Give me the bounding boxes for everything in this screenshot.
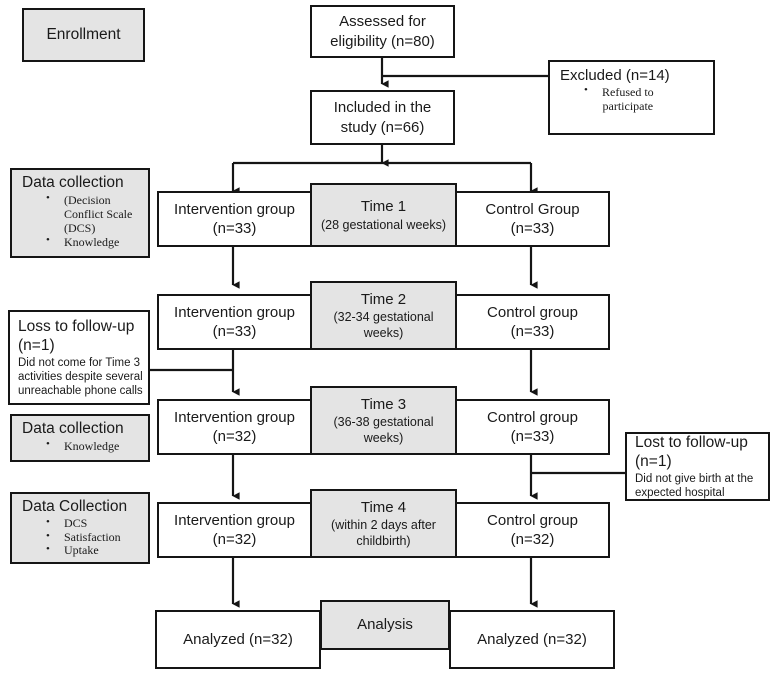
- control-time2-line2: (n=33): [510, 323, 555, 340]
- excluded-title: Excluded (n=14): [560, 67, 670, 84]
- control-group-time2: Control group (n=33): [455, 294, 610, 350]
- excluded-box: Excluded (n=14) Refused to participate: [548, 60, 715, 135]
- control-time1-line1: Control Group: [485, 200, 580, 218]
- time4-subtitle-line1: (within 2 days after: [331, 518, 436, 533]
- time2-subtitle-line2: weeks): [363, 326, 404, 341]
- intervention-time2-line1: Intervention group: [174, 303, 295, 321]
- control-time1-line2: (n=33): [510, 220, 555, 237]
- data-collection-2-list: Knowledge: [12, 438, 119, 453]
- loss-to-followup-right: Lost to follow-up (n=1) Did not give bir…: [625, 432, 770, 501]
- excluded-reason-list: Refused to participate: [550, 84, 654, 113]
- data-collection-3-header: Data Collection: [22, 498, 128, 515]
- control-time3-line2: (n=33): [510, 428, 555, 445]
- assessed-line2: eligibility (n=80): [330, 32, 435, 50]
- loss-right-title-line2: (n=1): [635, 453, 672, 471]
- analyzed-intervention-box: Analyzed (n=32): [155, 610, 321, 669]
- loss-left-note-line3: unreachable phone calls: [18, 385, 143, 398]
- loss-left-title-line1: Loss to follow-up: [18, 317, 135, 335]
- control-time4-line1: Control group: [487, 511, 578, 529]
- data-collection-2-header: Data collection: [22, 420, 124, 437]
- time1-subtitle: (28 gestational weeks): [320, 217, 447, 232]
- loss-right-title-line1: Lost to follow-up: [635, 433, 748, 451]
- time2-title: Time 2: [360, 290, 407, 308]
- data-collection-1-item-knowledge: Knowledge: [46, 234, 132, 249]
- timepoint-time4: Time 4 (within 2 days after childbirth): [310, 489, 457, 558]
- data-collection-3-item-satisfaction: Satisfaction: [46, 530, 121, 545]
- control-group-time4: Control group (n=32): [455, 502, 610, 558]
- analyzed-control-label: Analyzed (n=32): [477, 630, 587, 648]
- intervention-group-time4: Intervention group (n=32): [157, 502, 312, 558]
- intervention-group-time1: Intervention group (n=33): [157, 191, 312, 247]
- data-collection-3-list: DCS Satisfaction Uptake: [12, 516, 121, 558]
- time1-title: Time 1: [360, 198, 407, 216]
- stage-label-data-collection-2: Data collection Knowledge: [10, 414, 150, 462]
- assessed-for-eligibility-box: Assessed for eligibility (n=80): [310, 5, 455, 58]
- excluded-reason-item: Refused to participate: [584, 84, 654, 113]
- analyzed-control-box: Analyzed (n=32): [449, 610, 615, 669]
- intervention-time1-line1: Intervention group: [174, 200, 295, 218]
- intervention-time4-line1: Intervention group: [174, 511, 295, 529]
- data-collection-1-item-dcs: (Decision Conflict Scale (DCS): [46, 192, 132, 235]
- loss-left-title-line2: (n=1): [18, 337, 55, 355]
- data-collection-3-item-uptake: Uptake: [46, 543, 121, 558]
- time3-subtitle-line1: (36-38 gestational: [333, 415, 434, 430]
- control-time4-line2: (n=32): [510, 531, 555, 548]
- intervention-time3-line1: Intervention group: [174, 408, 295, 426]
- stage-label-data-collection-3: Data Collection DCS Satisfaction Uptake: [10, 492, 150, 564]
- assessed-line1: Assessed for: [339, 13, 426, 31]
- stage-label-data-collection-1: Data collection (Decision Conflict Scale…: [10, 168, 150, 258]
- timepoint-time2: Time 2 (32-34 gestational weeks): [310, 281, 457, 350]
- control-group-time1: Control Group (n=33): [455, 191, 610, 247]
- stage-label-enrollment: Enrollment: [22, 8, 145, 62]
- time2-subtitle-line1: (32-34 gestational: [333, 310, 434, 325]
- included-in-study-box: Included in the study (n=66): [310, 90, 455, 145]
- data-collection-1-list: (Decision Conflict Scale (DCS) Knowledge: [12, 192, 132, 249]
- control-time3-line1: Control group: [487, 408, 578, 426]
- loss-to-followup-left: Loss to follow-up (n=1) Did not come for…: [8, 310, 150, 405]
- time4-subtitle-line2: childbirth): [356, 534, 411, 549]
- analysis-label: Analysis: [357, 616, 413, 634]
- analyzed-intervention-label: Analyzed (n=32): [183, 630, 293, 648]
- intervention-time1-line2: (n=33): [212, 220, 257, 237]
- time3-subtitle-line2: weeks): [363, 431, 404, 446]
- data-collection-3-item-dcs: DCS: [46, 516, 121, 531]
- intervention-time2-line2: (n=33): [212, 323, 257, 340]
- time4-title: Time 4: [360, 498, 407, 516]
- intervention-time3-line2: (n=32): [212, 428, 257, 445]
- data-collection-1-header: Data collection: [22, 174, 124, 191]
- time3-title: Time 3: [360, 395, 407, 413]
- loss-left-note-line1: Did not come for Time 3: [18, 357, 141, 370]
- control-time2-line1: Control group: [487, 303, 578, 321]
- loss-right-note-line1: Did not give birth at the: [635, 473, 754, 486]
- timepoint-time3: Time 3 (36-38 gestational weeks): [310, 386, 457, 455]
- included-line2: study (n=66): [340, 118, 425, 136]
- control-group-time3: Control group (n=33): [455, 399, 610, 455]
- loss-right-note-line2: expected hospital: [635, 487, 725, 500]
- intervention-time4-line2: (n=32): [212, 531, 257, 548]
- timepoint-time1: Time 1 (28 gestational weeks): [310, 183, 457, 247]
- data-collection-2-item-knowledge: Knowledge: [46, 438, 119, 453]
- loss-left-note-line2: activities despite several: [18, 371, 143, 384]
- intervention-group-time2: Intervention group (n=33): [157, 294, 312, 350]
- analysis-stage-box: Analysis: [320, 600, 450, 650]
- intervention-group-time3: Intervention group (n=32): [157, 399, 312, 455]
- included-line1: Included in the: [333, 99, 432, 117]
- enrollment-label: Enrollment: [46, 26, 121, 44]
